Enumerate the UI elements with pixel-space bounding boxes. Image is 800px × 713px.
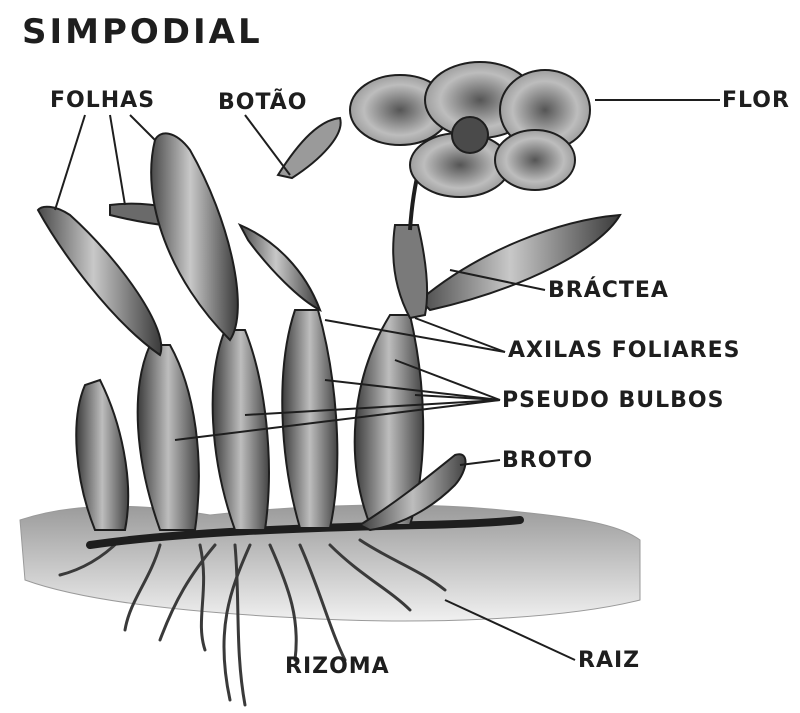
label-pseudo-bulbos: PSEUDO BULBOS	[502, 390, 724, 412]
label-bractea: BRÁCTEA	[548, 280, 669, 302]
label-folhas: FOLHAS	[50, 90, 155, 112]
leaf-4	[240, 225, 320, 310]
pseudobulb-4	[282, 310, 337, 528]
label-raiz: RAIZ	[578, 650, 640, 672]
label-rizoma: RIZOMA	[285, 656, 390, 678]
leaf-1	[38, 207, 161, 355]
label-botao: BOTÃO	[218, 92, 308, 114]
label-axilas-foliares: AXILAS FOLIARES	[508, 340, 741, 362]
label-broto: BROTO	[502, 450, 593, 472]
label-flor: FLOR	[722, 90, 790, 112]
bud	[278, 118, 341, 178]
bract	[393, 225, 427, 318]
diagram-title: SIMPODIAL	[22, 15, 263, 49]
flower	[350, 62, 590, 197]
leaf-3	[151, 133, 238, 340]
